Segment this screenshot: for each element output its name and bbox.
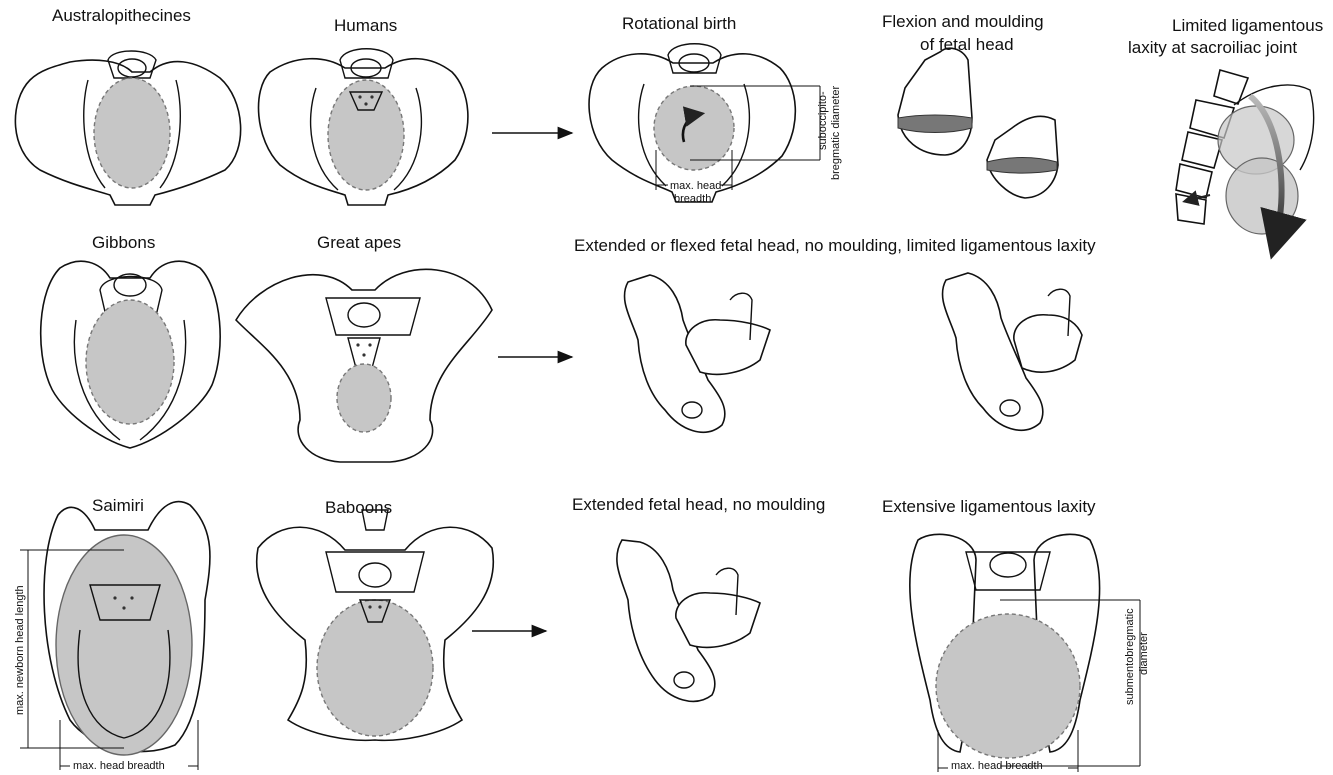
flexion-moulding-heads [898,48,1058,198]
australopithecine-pelvis [15,51,240,205]
label-gibbons: Gibbons [92,233,155,253]
fetal-head [56,535,192,755]
label-humans: Humans [334,16,397,36]
fetal-head [94,78,170,188]
baboon-pelvis [257,510,494,740]
fetal-head [86,300,174,424]
label-great-apes: Great apes [317,233,401,253]
saimiri-head-breadth-label: max. head breadth [73,760,165,773]
label-australopithecines: Australopithecines [52,6,191,26]
label-extensive-laxity: Extensive ligamentous laxity [882,497,1096,517]
submento-label-line2: diameter [1138,632,1151,675]
label-baboons: Baboons [325,498,392,518]
fetal-head [317,600,433,736]
label-flexion-line1: Flexion and moulding [882,12,1044,32]
great-ape-pelvis [236,269,492,462]
saimiri-head-length-label: max. newborn head length [14,585,27,715]
fetal-head [328,80,404,190]
label-rotational-birth: Rotational birth [622,14,736,34]
label-saimiri: Saimiri [92,496,144,516]
label-extended-no-moulding: Extended fetal head, no moulding [572,495,825,515]
suboccipito-label-line1: suboccipito- [817,91,830,150]
fetal-head [337,364,391,432]
rotational-max-head-line2: breadth [674,193,711,206]
label-flexion-line2: of fetal head [920,35,1014,55]
human-pelvis [259,49,468,205]
label-extended-or-flexed: Extended or flexed fetal head, no mouldi… [574,236,1096,256]
sacroiliac-laxity-illustration [1176,70,1314,248]
gibbon-pelvis [41,261,220,448]
saimiri-pelvis [20,502,210,770]
flexed-head-illustration-1 [625,275,771,432]
extended-head-illustration [617,540,760,701]
rotational-max-head-line1: max. head [670,180,721,193]
rotational-birth-pelvis [589,44,820,202]
label-laxity-line1: Limited ligamentous [1172,16,1323,36]
flexed-head-illustration-2 [943,273,1083,430]
extensive-laxity-pelvis [910,534,1140,772]
label-laxity-line2: laxity at sacroiliac joint [1128,38,1297,58]
fetal-head [654,86,734,170]
suboccipito-label-line2: bregmatic diameter [830,86,843,180]
extensive-head-breadth-label: max. head breadth [951,760,1043,773]
submento-label-line1: submentobregmatic [1124,608,1137,705]
